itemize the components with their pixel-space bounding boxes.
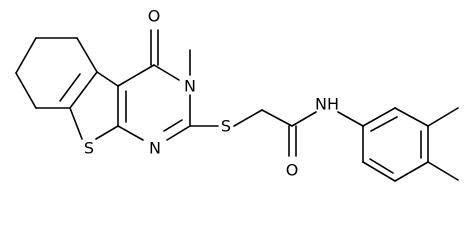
bond-benzene-5 [362,161,396,182]
atom-labels: O N N S S NH O [84,7,339,180]
bond-benzene-inner-1 [370,116,398,132]
atom-label-sulfur-thioether: S [221,117,231,136]
atom-label-sulfur-ring: S [84,139,94,158]
bond-thiophene-c4a-c3a [96,71,119,87]
bond-nh-aryl [337,111,364,127]
bond-thiophene-c4-c4-double [59,73,81,102]
bond-aryl-methyl-meta [427,107,459,127]
bond-pyrimidine-c4-n3 [153,64,180,81]
structural-formula: O N N S S NH O [15,7,459,182]
atom-label-oxygen-amide: O [286,161,299,180]
bond-thiophene-c3a-c4 [69,71,98,109]
atom-label-nitrogen-n1: N [149,139,161,158]
bond-c-nh [291,111,317,127]
bond-pyrimidine-c2-n1 [166,125,191,141]
bond-aryl-methyl-para [427,161,459,181]
bond-ch2-c-amide [261,109,293,127]
bond-benzene-1 [362,107,396,127]
bond-benzene-4 [394,161,429,182]
atom-label-oxygen-carbonyl: O [148,7,161,26]
bonds [15,29,459,182]
bond-pyrimidine-c2-n1-double [163,119,183,132]
bond-s-ch2 [233,109,263,127]
bond-cyclohexane-2 [15,37,37,74]
atom-label-amide-nh: NH [315,95,339,114]
bond-thiophene-s-c8a [95,125,119,140]
bond-cyclohexane-5 [76,37,98,73]
bond-benzene-inner-3 [369,158,394,174]
bond-cyclohexane-3 [15,72,37,109]
bond-thiophene-c7a-s [69,107,83,140]
bond-pyrimidine-c4a-c4 [117,64,155,87]
bond-pyrimidine-n1-c8a [117,125,144,141]
bond-benzene-2 [394,107,429,127]
atom-label-nitrogen-n3: N [184,77,196,96]
